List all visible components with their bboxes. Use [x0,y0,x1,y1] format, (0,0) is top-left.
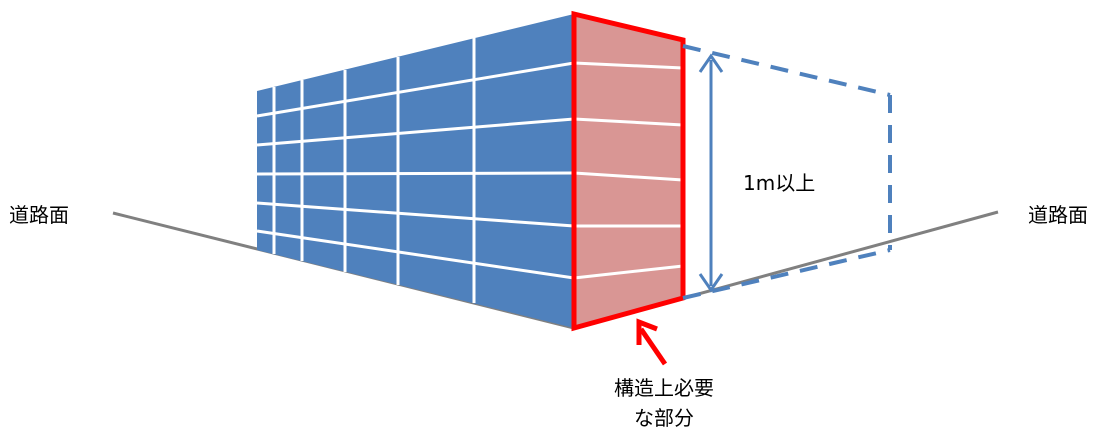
building-front-face [256,14,575,328]
height-arrow-head-bottom [698,273,724,293]
callout-arrow-head [636,318,658,345]
height-arrow-head-top [698,53,724,73]
floor-line [573,264,684,280]
window-grid [256,38,575,303]
structural-part-lines [573,61,684,280]
height-extension-outline [682,44,892,300]
callout-arrow-shaft [638,327,668,366]
floor-line [573,117,684,127]
double-headed-arrow-icon [698,53,724,293]
dashed-top-line [682,44,891,97]
callout-label-line2: な部分 [634,406,694,430]
road-surface-label-left: 道路面 [9,203,69,227]
structural-part-face [571,10,686,332]
floor-line [256,201,575,228]
floor-line [256,61,575,118]
road-surface-label-right: 道路面 [1028,203,1088,227]
floor-line [256,171,575,176]
red-arrow-icon [636,318,668,366]
dashed-bottom-line [682,248,891,300]
floor-line [256,229,575,280]
height-annotation-label: 1m以上 [743,171,815,195]
structural-part-fill [574,14,683,328]
building-face-fill [257,14,574,328]
floor-line [573,61,684,70]
floor-line [573,171,684,182]
floor-line [256,117,575,147]
callout-label-line1: 構造上必要 [614,376,714,400]
